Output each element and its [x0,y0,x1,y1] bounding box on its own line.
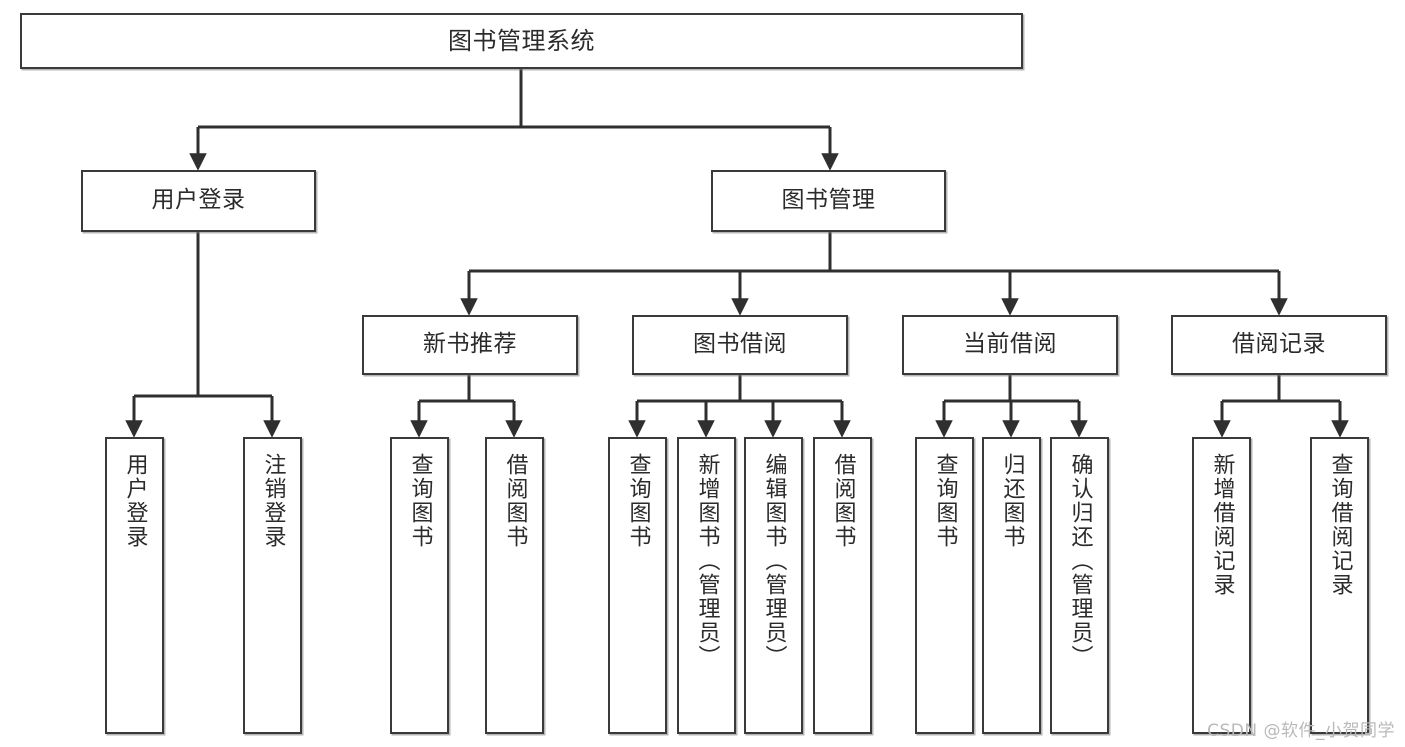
node-leaf-query-book-borrow[interactable]: 查询图书 [608,437,667,734]
node-label: 确认归还（管理员） [1067,453,1093,669]
node-leaf-return-book[interactable]: 归还图书 [982,437,1041,734]
node-book-borrow[interactable]: 图书借阅 [632,315,848,375]
node-label: 借阅图书 [502,453,528,549]
node-leaf-edit-book-admin[interactable]: 编辑图书（管理员） [744,437,803,734]
node-label: 借阅图书 [830,453,856,549]
csdn-watermark: CSDN @软件_小贺同学 [1207,721,1395,741]
node-label: 借阅记录 [1232,331,1326,358]
node-label: 图书管理 [781,187,876,214]
node-leaf-add-book-admin[interactable]: 新增图书（管理员） [677,437,736,734]
node-label: 查询借阅记录 [1327,453,1353,597]
node-leaf-borrow-book[interactable]: 借阅图书 [813,437,872,734]
node-label: 图书借阅 [693,331,787,358]
node-label: 新增借阅记录 [1209,453,1235,597]
node-book-management[interactable]: 图书管理 [711,170,946,232]
node-label: 用户登录 [151,187,246,214]
node-label: 查询图书 [932,453,958,549]
node-leaf-borrow-book-recommend[interactable]: 借阅图书 [485,437,544,734]
node-borrow-record[interactable]: 借阅记录 [1171,315,1387,375]
node-root-book-management-system[interactable]: 图书管理系统 [20,13,1023,69]
node-label: 当前借阅 [963,331,1057,358]
node-leaf-query-book-current[interactable]: 查询图书 [915,437,974,734]
node-label: 图书管理系统 [448,26,595,55]
node-label: 注销登录 [260,453,286,549]
node-label: 新书推荐 [423,331,517,358]
node-label: 用户登录 [122,453,148,549]
node-user-login[interactable]: 用户登录 [81,170,316,232]
node-leaf-logout[interactable]: 注销登录 [243,437,302,734]
node-leaf-user-login[interactable]: 用户登录 [105,437,164,734]
node-label: 查询图书 [625,453,651,549]
node-leaf-confirm-return-admin[interactable]: 确认归还（管理员） [1050,437,1109,734]
node-leaf-query-borrow-record[interactable]: 查询借阅记录 [1310,437,1369,734]
node-label: 查询图书 [407,453,433,549]
node-label: 编辑图书（管理员） [761,453,787,669]
node-current-borrow[interactable]: 当前借阅 [902,315,1118,375]
node-leaf-query-book-recommend[interactable]: 查询图书 [390,437,449,734]
node-label: 归还图书 [999,453,1025,549]
node-label: 新增图书（管理员） [694,453,720,669]
node-new-book-recommend[interactable]: 新书推荐 [362,315,578,375]
node-leaf-add-borrow-record[interactable]: 新增借阅记录 [1192,437,1251,734]
